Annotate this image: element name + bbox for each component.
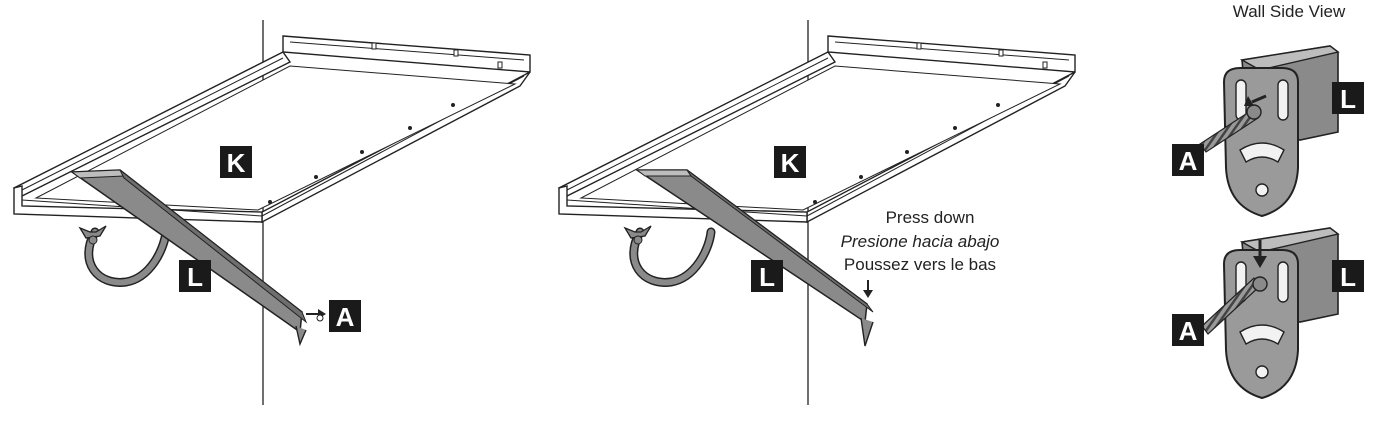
label-K-1-text: K (227, 148, 246, 178)
press-down-arrow (863, 290, 873, 298)
label-L-2: L (751, 260, 783, 292)
closeup-top (1199, 45, 1339, 217)
instruction-es: Presione hacia abajo (840, 232, 1000, 251)
step1-panel (14, 20, 530, 405)
step2-panel (559, 20, 1075, 405)
label-A-4: A (1172, 314, 1204, 346)
label-A-1: A (329, 300, 361, 332)
label-L-1-text: L (187, 262, 203, 292)
slide-arrow-top (1244, 96, 1254, 106)
label-A-3-text: A (1179, 146, 1198, 176)
instruction-en: Press down (885, 208, 975, 227)
label-L-1: L (179, 260, 211, 292)
label-K-2-text: K (781, 148, 800, 178)
wall-side-view-title: Wall Side View (1232, 2, 1346, 21)
label-K-2: K (774, 146, 806, 178)
label-A-1-text: A (336, 302, 355, 332)
label-L-3-text: L (1340, 84, 1356, 114)
label-L-4-text: L (1340, 262, 1356, 292)
shelf-drawing-1 (14, 20, 530, 405)
slide-arrow-bottom (1253, 256, 1267, 268)
label-L-4: L (1332, 260, 1364, 292)
label-L-2-text: L (759, 262, 775, 292)
label-L-3: L (1332, 82, 1364, 114)
instruction-fr: Poussez vers le bas (843, 255, 997, 274)
label-K-1: K (220, 146, 252, 178)
closeup-bottom (1201, 227, 1339, 399)
label-A-3: A (1172, 144, 1204, 176)
label-A-4-text: A (1179, 316, 1198, 346)
